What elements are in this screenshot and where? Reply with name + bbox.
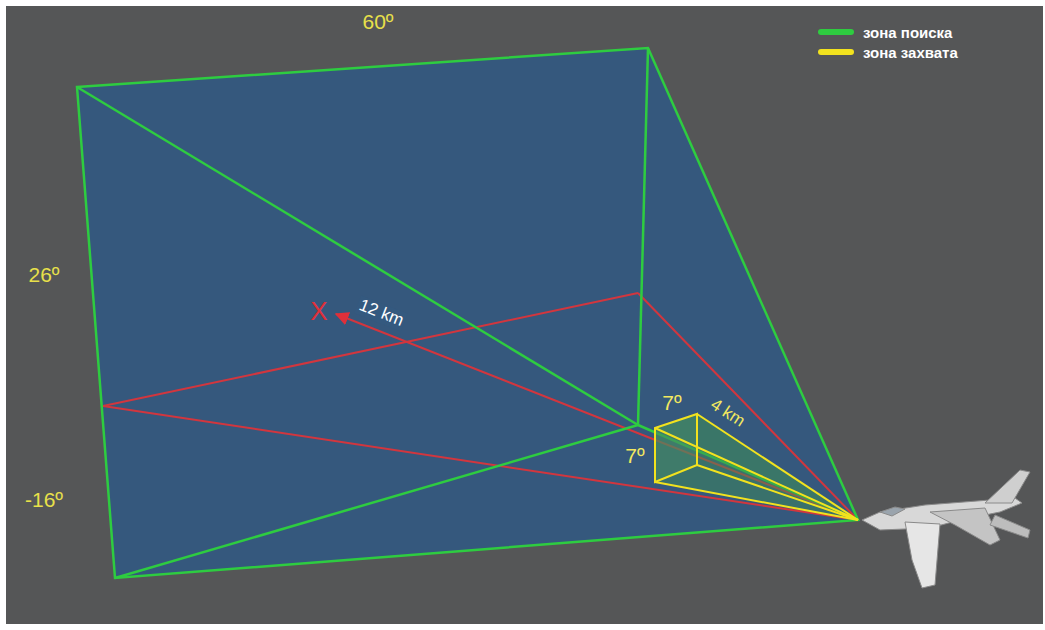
capture-zone [655,414,858,520]
legend-text: зона поиска [863,24,952,41]
legend-text: зона захвата [863,44,958,61]
legend: зона поиска зона захвата [818,22,958,62]
search-zone-edges [77,48,858,578]
legend-entry: зона поиска [818,22,958,42]
aircraft [862,470,1030,588]
angle-label: 7º [660,391,683,414]
angle-label: 60º [360,10,395,33]
distance-label: 4 km [705,394,749,432]
target-zone-lines [103,293,858,520]
legend-entry: зона захвата [818,42,958,62]
legend-swatch [818,29,854,35]
legend-swatch [818,49,854,55]
angle-label: 7º [623,444,646,467]
search-zone-fill [77,48,858,578]
angle-label: -16º [23,488,65,511]
angle-label: 26º [26,263,61,286]
background [6,6,1043,624]
distance-label: 12 km [354,295,408,331]
target-mark: X [308,297,329,326]
